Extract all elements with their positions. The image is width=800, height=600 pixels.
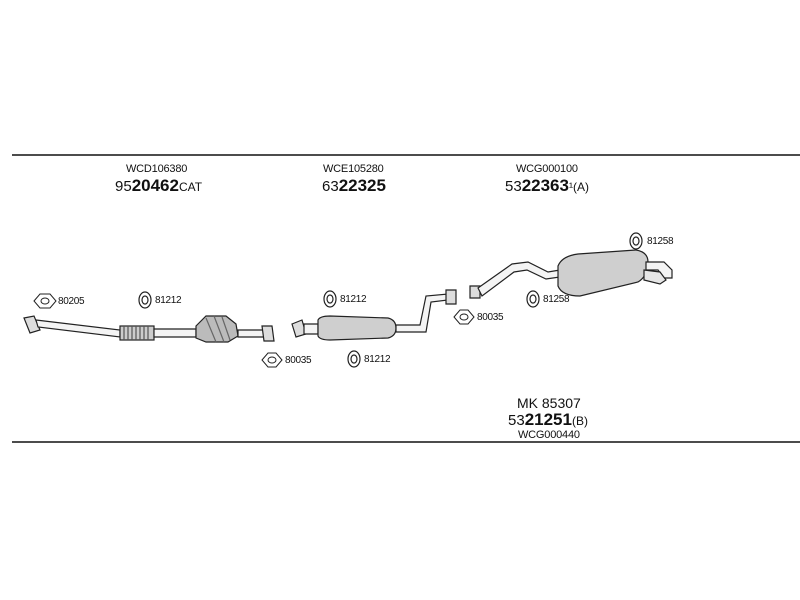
part-code-4: WCG000440 (518, 429, 580, 441)
part-number-prefix: 53 (508, 412, 525, 429)
part-number-main: 20462 (131, 176, 179, 195)
hardware-label-80035-a: 80035 (285, 355, 312, 366)
front-pipe-catalyst (23, 315, 275, 343)
part-number-main: 22363 (521, 176, 569, 195)
hanger-icon-81258-a (629, 232, 643, 250)
part-number-prefix: 63 (322, 178, 339, 195)
mounting-kit-number: MK 85307 (517, 395, 581, 411)
part-number-suffix: CAT (178, 180, 203, 194)
part-number-prefix: 95 (115, 178, 132, 195)
hardware-label-80205: 80205 (58, 296, 85, 307)
part-number-3: 5322363¹(A) (505, 176, 589, 196)
part-code-1: WCD106380 (126, 163, 188, 175)
clamp-icon-81212-c (347, 350, 361, 368)
middle-pipe-silencer (291, 289, 457, 341)
part-number-1: 9520462CAT (115, 176, 202, 196)
clamp-icon-81212-b (323, 290, 337, 308)
gasket-icon-80205 (33, 293, 57, 309)
hardware-label-81258-a: 81258 (647, 236, 674, 247)
rear-pipe-silencer (469, 249, 673, 299)
part-number-prefix: 53 (505, 178, 522, 195)
part-code-2: WCE105280 (323, 163, 384, 175)
gasket-icon-80035-b (453, 309, 475, 325)
part-number-main: 21251 (524, 410, 572, 429)
hardware-label-81212-c: 81212 (364, 354, 391, 365)
part-number-4: 5321251(B) (508, 410, 588, 430)
clamp-icon-81212-a (138, 291, 152, 309)
part-number-suffix: ¹(A) (568, 180, 589, 194)
hardware-label-80035-b: 80035 (477, 312, 504, 323)
part-number-suffix: (B) (571, 414, 588, 428)
hardware-label-81212-a: 81212 (155, 295, 182, 306)
hardware-label-81212-b: 81212 (340, 294, 367, 305)
part-number-2: 6322325 (322, 176, 386, 196)
gasket-icon-80035-a (261, 352, 283, 368)
hanger-icon-81258-b (526, 290, 540, 308)
hardware-label-81258-b: 81258 (543, 294, 570, 305)
part-code-3: WCG000100 (516, 163, 578, 175)
part-number-main: 22325 (338, 176, 386, 195)
